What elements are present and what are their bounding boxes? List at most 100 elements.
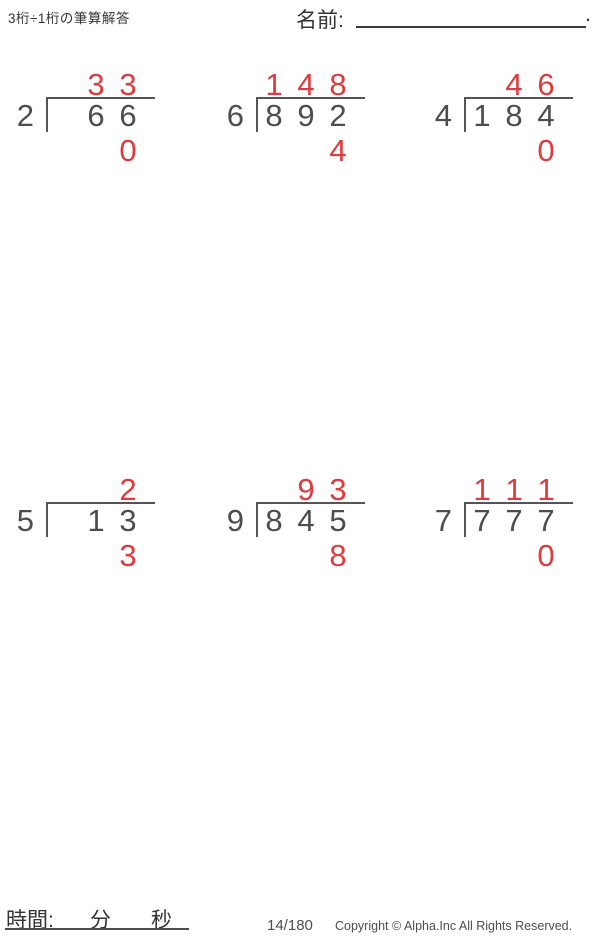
remainder-digit bbox=[466, 543, 498, 568]
copyright-notice: Copyright © Alpha.Inc All Rights Reserve… bbox=[335, 919, 573, 933]
division-bracket: 2 6 6 bbox=[2, 97, 172, 133]
dividend-digit: 7 bbox=[505, 503, 523, 538]
quotient-row: 9 3 bbox=[258, 472, 382, 507]
name-label: 名前: bbox=[296, 9, 344, 32]
dividend-digit: 1 bbox=[87, 503, 105, 538]
dividend-digit: 4 bbox=[297, 503, 315, 538]
quotient-digit: 4 bbox=[505, 67, 523, 102]
dividend-digit: 5 bbox=[329, 503, 347, 538]
dividend-box: 1 3 bbox=[46, 502, 155, 537]
quotient-digit bbox=[48, 477, 80, 502]
quotient-digit: 4 bbox=[297, 67, 315, 102]
dividend-digit: 1 bbox=[473, 98, 491, 133]
remainder-digit bbox=[290, 543, 322, 568]
remainder-row: 8 bbox=[258, 538, 382, 573]
quotient-row: 1 1 1 bbox=[466, 472, 590, 507]
dividend-box: 6 6 bbox=[46, 97, 155, 132]
time-fill-line bbox=[5, 928, 189, 930]
quotient-digit: 1 bbox=[537, 472, 555, 507]
remainder-digit bbox=[48, 138, 80, 163]
division-bracket: 5 1 3 bbox=[2, 502, 172, 538]
quotient-digit bbox=[80, 477, 112, 502]
name-line-end-dot: . bbox=[585, 1, 592, 26]
quotient-digit: 2 bbox=[119, 472, 137, 507]
quotient-digit: 9 bbox=[297, 472, 315, 507]
remainder-digit bbox=[48, 543, 80, 568]
quotient-row: 2 bbox=[48, 472, 172, 507]
dividend-digit: 9 bbox=[297, 98, 315, 133]
quotient-digit: 1 bbox=[473, 472, 491, 507]
quotient-digit bbox=[258, 477, 290, 502]
dividend-box: 7 7 7 bbox=[464, 502, 573, 537]
quotient-digit: 1 bbox=[505, 472, 523, 507]
seconds-label: 秒 bbox=[151, 909, 172, 932]
page-title: 3桁÷1桁の筆算解答 bbox=[8, 11, 130, 26]
division-problem-3: 4 6 4 1 8 4 0 bbox=[420, 67, 590, 168]
remainder-digit: 0 bbox=[537, 133, 555, 168]
remainder-digit bbox=[80, 543, 112, 568]
quotient-row: 1 4 8 bbox=[258, 67, 382, 102]
remainder-digit bbox=[80, 138, 112, 163]
divisor: 6 bbox=[226, 98, 244, 133]
dividend-digit: 8 bbox=[265, 503, 283, 538]
quotient-digit: 1 bbox=[265, 67, 283, 102]
division-problem-1: 3 3 2 6 6 0 bbox=[2, 67, 172, 168]
quotient-digit bbox=[48, 72, 80, 97]
dividend-digit: 2 bbox=[329, 98, 347, 133]
divisor: 5 bbox=[16, 503, 34, 538]
name-fill-line bbox=[356, 26, 586, 28]
quotient-row: 3 3 bbox=[48, 67, 172, 102]
division-bracket: 7 7 7 7 bbox=[420, 502, 590, 538]
division-problem-2: 1 4 8 6 8 9 2 4 bbox=[212, 67, 382, 168]
dividend-digit: 8 bbox=[265, 98, 283, 133]
dividend-digit: 6 bbox=[87, 98, 105, 133]
division-problem-4: 2 5 1 3 3 bbox=[2, 472, 172, 573]
quotient-digit: 3 bbox=[87, 67, 105, 102]
remainder-row: 0 bbox=[466, 538, 590, 573]
dividend-digit: 8 bbox=[505, 98, 523, 133]
dividend-digit: 3 bbox=[119, 503, 137, 538]
dividend-digit: 7 bbox=[537, 503, 555, 538]
quotient-digit: 3 bbox=[119, 67, 137, 102]
quotient-digit: 8 bbox=[329, 67, 347, 102]
divisor: 2 bbox=[16, 98, 34, 133]
remainder-digit: 4 bbox=[329, 133, 347, 168]
division-bracket: 9 8 4 5 bbox=[212, 502, 382, 538]
remainder-digit bbox=[498, 138, 530, 163]
division-problem-6: 1 1 1 7 7 7 7 0 bbox=[420, 472, 590, 573]
dividend-digit: 6 bbox=[119, 98, 137, 133]
remainder-digit: 3 bbox=[119, 538, 137, 573]
dividend-digit bbox=[48, 504, 80, 537]
remainder-digit bbox=[258, 543, 290, 568]
dividend-box: 8 4 5 bbox=[256, 502, 365, 537]
remainder-digit bbox=[258, 138, 290, 163]
dividend-box: 1 8 4 bbox=[464, 97, 573, 132]
remainder-digit: 0 bbox=[537, 538, 555, 573]
remainder-digit: 0 bbox=[119, 133, 137, 168]
dividend-digit bbox=[48, 99, 80, 132]
remainder-digit bbox=[290, 138, 322, 163]
dividend-digit: 7 bbox=[473, 503, 491, 538]
quotient-row: 4 6 bbox=[466, 67, 590, 102]
remainder-digit bbox=[466, 138, 498, 163]
page-number: 14/180 bbox=[267, 917, 313, 934]
remainder-row: 0 bbox=[466, 133, 590, 168]
divisor: 4 bbox=[434, 98, 452, 133]
quotient-digit: 6 bbox=[537, 67, 555, 102]
minutes-label: 分 bbox=[90, 909, 111, 932]
division-problem-5: 9 3 9 8 4 5 8 bbox=[212, 472, 382, 573]
time-label: 時間: bbox=[6, 909, 54, 932]
remainder-row: 4 bbox=[258, 133, 382, 168]
dividend-digit: 4 bbox=[537, 98, 555, 133]
remainder-row: 3 bbox=[48, 538, 172, 573]
division-bracket: 6 8 9 2 bbox=[212, 97, 382, 133]
remainder-digit: 8 bbox=[329, 538, 347, 573]
remainder-row: 0 bbox=[48, 133, 172, 168]
divisor: 7 bbox=[434, 503, 452, 538]
remainder-digit bbox=[498, 543, 530, 568]
division-bracket: 4 1 8 4 bbox=[420, 97, 590, 133]
dividend-box: 8 9 2 bbox=[256, 97, 365, 132]
quotient-digit: 3 bbox=[329, 472, 347, 507]
quotient-digit bbox=[466, 72, 498, 97]
divisor: 9 bbox=[226, 503, 244, 538]
